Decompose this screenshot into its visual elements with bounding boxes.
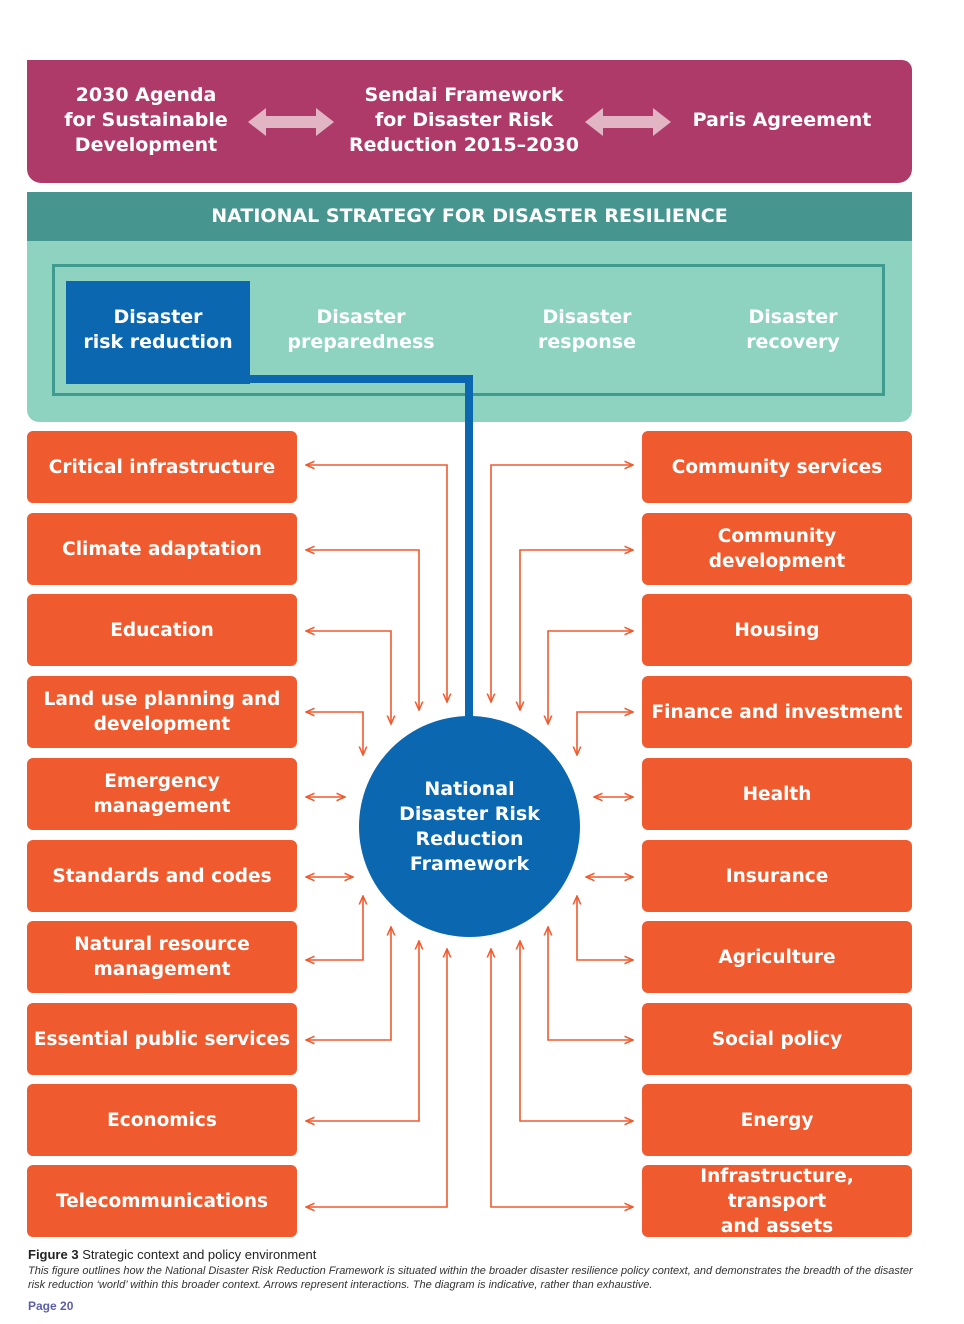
- sector-education: Education: [27, 594, 297, 666]
- framework-circle-label: National Disaster Risk Reduction Framewo…: [399, 777, 540, 875]
- figure-title-line: Figure 3 Strategic context and policy en…: [28, 1247, 928, 1262]
- double-arrow-icon: [248, 108, 334, 136]
- sector-community-development: Community development: [642, 513, 912, 585]
- sector-social-policy: Social policy: [642, 1003, 912, 1075]
- sector-climate-adaptation: Climate adaptation: [27, 513, 297, 585]
- phase-risk-reduction-highlight: [66, 281, 250, 384]
- phase-risk-reduction: Disaster risk reduction: [83, 306, 233, 353]
- sector-critical-infrastructure: Critical infrastructure: [27, 431, 297, 503]
- double-arrow-icon: [585, 108, 671, 136]
- figure-caption: Figure 3 Strategic context and policy en…: [28, 1247, 928, 1292]
- figure-label: Figure 3: [28, 1247, 79, 1262]
- sector-health: Health: [642, 758, 912, 830]
- strategy-title: NATIONAL STRATEGY FOR DISASTER RESILIENC…: [27, 192, 912, 241]
- phase-response: Disaster response: [538, 306, 636, 353]
- sector-energy: Energy: [642, 1084, 912, 1156]
- framework-paris: Paris Agreement: [692, 109, 872, 131]
- sector-insurance: Insurance: [642, 840, 912, 912]
- framework-2030-agenda: 2030 Agenda for Sustainable Development: [64, 84, 228, 156]
- sector-natural-resource-management: Natural resource management: [27, 921, 297, 993]
- sector-infrastructure-transport-assets: Infrastructure, transport and assets: [642, 1165, 912, 1237]
- sector-housing: Housing: [642, 594, 912, 666]
- sector-finance-investment: Finance and investment: [642, 676, 912, 748]
- sector-land-use-planning: Land use planning and development: [27, 676, 297, 748]
- international-frameworks-band: [27, 60, 912, 183]
- sector-economics: Economics: [27, 1084, 297, 1156]
- sector-essential-public-services: Essential public services: [27, 1003, 297, 1075]
- phase-recovery: Disaster recovery: [746, 306, 840, 353]
- figure-description: This figure outlines how the National Di…: [28, 1265, 913, 1291]
- sector-emergency-management: Emergency management: [27, 758, 297, 830]
- page-number: Page 20: [28, 1299, 74, 1313]
- sector-standards-codes: Standards and codes: [27, 840, 297, 912]
- framework-circle: National Disaster Risk Reduction Framewo…: [359, 716, 580, 937]
- figure-title: Strategic context and policy environment: [78, 1247, 317, 1262]
- phase-preparedness: Disaster preparedness: [287, 306, 435, 353]
- framework-sendai: Sendai Framework for Disaster Risk Reduc…: [349, 84, 579, 156]
- sector-telecommunications: Telecommunications: [27, 1165, 297, 1237]
- sector-community-services: Community services: [642, 431, 912, 503]
- sector-agriculture: Agriculture: [642, 921, 912, 993]
